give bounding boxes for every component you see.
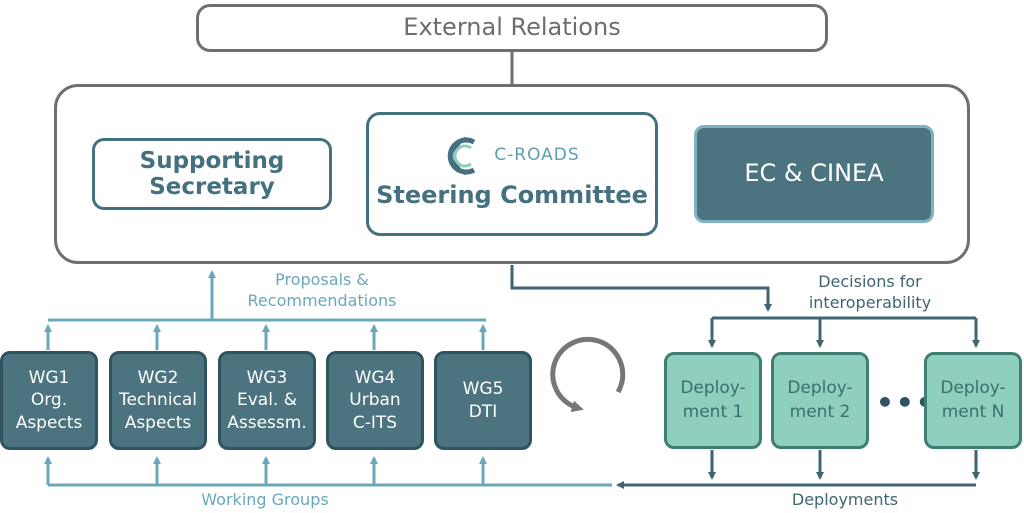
deployment-2-box: Deploy- ment 2 bbox=[771, 352, 869, 449]
c-roads-logo-text: C-ROADS bbox=[494, 145, 580, 166]
cycle-arrow-icon bbox=[550, 336, 626, 413]
more-deployments-ellipsis: ••• bbox=[876, 386, 936, 419]
deployment-1-box: Deploy- ment 1 bbox=[664, 352, 762, 449]
steering-committee-box: C-ROADS Steering Committee bbox=[366, 112, 658, 236]
steering-committee-title: Steering Committee bbox=[376, 181, 648, 210]
c-roads-logo: C-ROADS bbox=[444, 134, 579, 178]
wg3-box: WG3 Eval. & Assessm. bbox=[218, 351, 316, 450]
wg5-box: WG5 DTI bbox=[434, 351, 532, 450]
working-groups-label: Working Groups bbox=[201, 490, 329, 509]
ec-cinea-box: EC & CINEA bbox=[694, 125, 934, 223]
decisions-label: Decisions for interoperability bbox=[808, 272, 932, 312]
deployments-label: Deployments bbox=[791, 490, 899, 509]
wg2-box: WG2 Technical Aspects bbox=[109, 351, 207, 450]
external-relations-box: External Relations bbox=[196, 4, 828, 52]
proposals-label: Proposals & Recommendations bbox=[247, 270, 397, 310]
supporting-secretary-box: Supporting Secretary bbox=[92, 138, 332, 210]
wg1-box: WG1 Org. Aspects bbox=[0, 351, 98, 450]
c-roads-logo-icon bbox=[448, 136, 476, 176]
decisions-connector bbox=[510, 265, 772, 312]
deployment-n-box: Deploy- ment N bbox=[924, 352, 1022, 449]
wg4-box: WG4 Urban C-ITS bbox=[326, 351, 424, 450]
